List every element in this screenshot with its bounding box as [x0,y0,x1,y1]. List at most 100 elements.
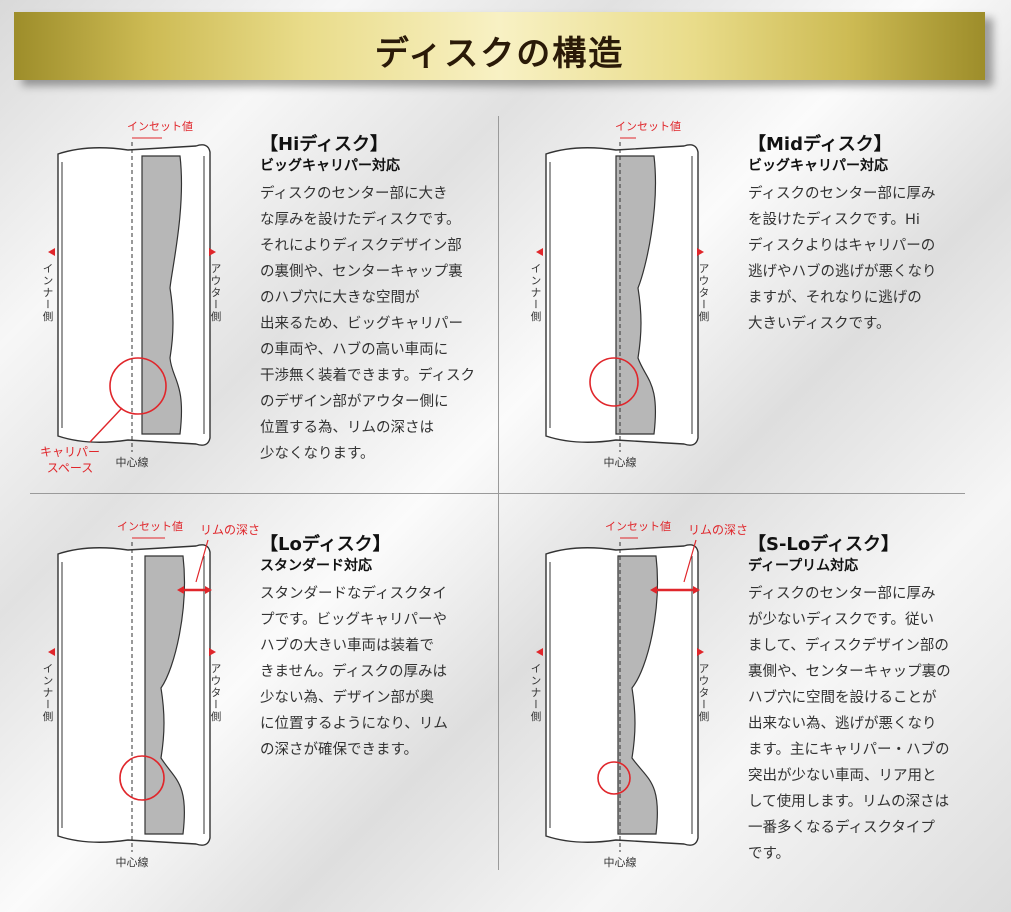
description-line: きません。ディスクの厚みは [260,664,448,680]
description-line: に位置するようになり、リム [260,716,448,732]
lo-disc-section: インセット値インナー側アウター側中心線リムの深さ 【Loディスク】 スタンダード… [10,512,500,892]
inner-arrow [536,648,543,656]
svg-text:ー: ー [41,299,53,310]
svg-text:ー: ー [529,299,541,310]
lo-disc-title: 【Loディスク】 [260,534,391,555]
svg-text:側: 側 [699,310,710,323]
description-line: 逃げやハブの逃げが悪くなり [748,264,937,280]
inset-label: インセット値 [127,120,193,133]
description-line: の裏側や、センターキャップ裏 [260,264,463,280]
svg-text:ー: ー [697,299,709,310]
description-line: の車両や、ハブの高い車両に [260,342,449,358]
outer-arrow [209,248,216,256]
svg-text:側: 側 [531,710,542,723]
description-line: ます。主にキャリパー・ハブの [748,742,950,758]
hi-disc-subtitle: ビッグキャリパー対応 [260,158,400,174]
rim-depth-pointer [195,539,209,583]
page-title: ディスクの構造 [374,34,625,74]
description-line: 干渉無く装着できます。ディスク [260,368,476,384]
caliper-space-circle [109,357,167,415]
description-line: ディスクのセンター部に厚み [748,586,936,602]
caliper-space-circle [597,761,631,795]
slo-disc-section: インセット値インナー側アウター側中心線リムの深さ 【S-Loディスク】 ディープ… [498,512,988,892]
rim-outline [57,144,211,446]
rim-depth-pointer [683,539,697,583]
lo-disc-text: 【Loディスク】 スタンダード対応 スタンダードなディスクタイ プです。ビッグキ… [260,534,495,763]
description-line: のハブ穴に大きな空間が [260,290,420,306]
description-line: です。 [748,846,791,862]
mid-disc-text: 【Midディスク】 ビッグキャリパー対応 ディスクのセンター部に厚み を設けたデ… [748,134,983,337]
inner-arrow [536,248,543,256]
hi-disc-title: 【Hiディスク】 [260,134,388,155]
svg-text:ー: ー [529,699,541,710]
svg-text:イ: イ [43,663,54,675]
svg-text:側: 側 [43,710,54,723]
caliper-space-label-1: キャリパー [40,445,100,459]
description-line: の深さが確保できます。 [260,742,419,758]
mid-disc-subtitle: ビッグキャリパー対応 [748,158,888,174]
caliper-space-circle [589,357,639,407]
svg-text:ウ: ウ [211,275,222,287]
svg-text:イ: イ [531,663,542,675]
svg-text:ー: ー [41,699,53,710]
svg-text:ア: ア [699,663,710,675]
caliper-pointer-line [89,407,123,443]
svg-text:側: 側 [531,310,542,323]
description-line: ディスクのセンター部に大き [260,186,448,202]
svg-text:ー: ー [209,699,221,710]
mid-disc-section: インセット値インナー側アウター側中心線 【Midディスク】 ビッグキャリパー対応… [498,112,988,492]
description-line: ディスクのセンター部に厚み [748,186,936,202]
slo-disc-description: ディスクのセンター部に厚み が少ないディスクです。従い まして、ディスクデザイン… [748,581,983,867]
outer-side-label: アウター側 [697,663,709,723]
description-line: ディスクよりはキャリパーの [748,238,936,254]
center-line-label: 中心線 [604,855,637,869]
slo-disc-title: 【S-Loディスク】 [748,534,900,555]
svg-text:ア: ア [699,263,710,275]
svg-text:ン: ン [531,275,542,287]
svg-text:ウ: ウ [211,675,222,687]
svg-text:ア: ア [211,263,222,275]
outer-side-label: アウター側 [209,663,221,723]
description-line: 大きいディスクです。 [748,316,891,332]
svg-text:イ: イ [531,263,542,275]
disc-cross-section [144,555,186,835]
svg-text:イ: イ [43,263,54,275]
description-line: して使用します。リムの深さは [748,794,950,810]
description-line: 突出が少ない車両、リア用と [748,768,937,784]
center-line-label: 中心線 [116,455,149,469]
horizontal-divider [30,493,965,494]
svg-text:ナ: ナ [531,287,542,299]
outer-arrow [697,648,704,656]
svg-text:側: 側 [211,710,222,723]
description-line: 少なくなります。 [260,446,375,462]
disc-cross-section [617,555,659,835]
description-line: まして、ディスクデザイン部の [748,638,949,654]
description-line: 裏側や、センターキャップ裏の [748,664,951,680]
svg-text:ン: ン [43,675,54,687]
svg-text:ウ: ウ [699,275,710,287]
rim-depth-label: リムの深さ [200,523,260,537]
inner-arrow [48,648,55,656]
svg-text:ー: ー [209,299,221,310]
svg-text:タ: タ [699,287,710,299]
hi-disc-section: インセット値インナー側アウター側中心線キャリパースペース 【Hiディスク】 ビッ… [10,112,500,492]
svg-text:ア: ア [211,663,222,675]
description-line: な厚みを設けたディスクです。 [260,212,461,228]
svg-text:ン: ン [531,675,542,687]
lo-disc-description: スタンダードなディスクタイ プです。ビッグキャリパーや ハブの大きい車両は装着で… [260,581,495,763]
rim-depth-arrow-left [650,586,657,594]
inset-label: インセット値 [615,120,681,133]
center-line-label: 中心線 [116,855,149,869]
description-line: が少ないディスクです。従い [748,612,935,628]
svg-text:側: 側 [43,310,54,323]
disc-cross-section [615,155,657,435]
description-line: 位置する為、リムの深さは [260,420,434,436]
